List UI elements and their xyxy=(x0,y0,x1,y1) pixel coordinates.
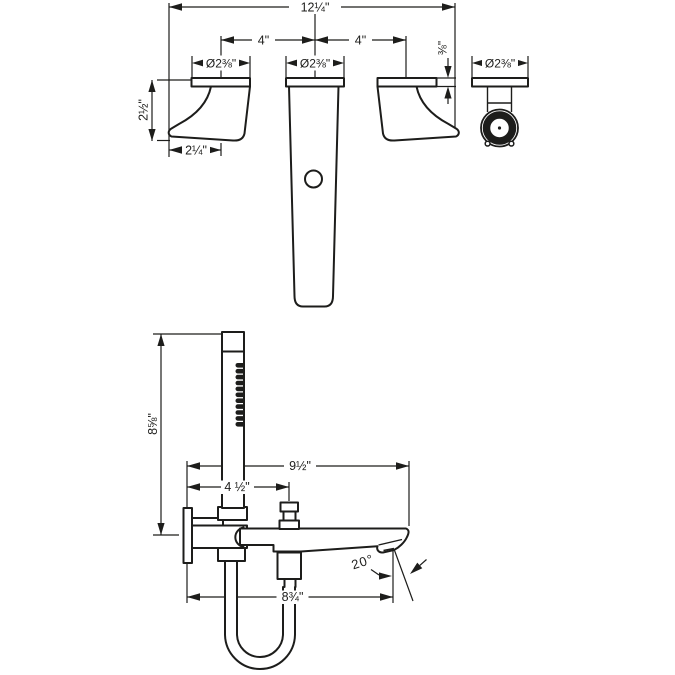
diverter-base xyxy=(278,519,300,530)
flow-arrow-tail xyxy=(419,559,427,566)
left-handle-escutcheon xyxy=(190,77,251,88)
flow-angle-annotation xyxy=(370,559,427,580)
dimension-labels-bottom: 8⅝" 9½" 4 ½" 8¾" 20° xyxy=(146,413,376,604)
shower-hose xyxy=(224,560,296,670)
arrow xyxy=(148,129,156,141)
dim-left-spacing: 4" xyxy=(258,33,269,47)
dim-diverter-distance: 4 ½" xyxy=(224,480,249,494)
arrow xyxy=(472,59,483,67)
arrow xyxy=(221,36,234,44)
arrow xyxy=(379,572,392,580)
dimension-labels-top: 12¼" 4" 4" Ø2⅜" Ø2⅜" Ø2⅜" ⅜" 2½" 2¼" xyxy=(137,1,518,157)
arrow xyxy=(380,593,393,601)
left-handle-lever xyxy=(167,85,251,142)
arrowheads-top xyxy=(148,3,528,154)
hose-fill xyxy=(225,561,295,669)
arrow xyxy=(157,523,165,535)
arrow xyxy=(187,483,200,491)
dim-handshower-height: 8⅝" xyxy=(146,413,160,435)
arrow xyxy=(169,146,182,154)
dim-handle-projection: 2¼" xyxy=(185,143,207,157)
arrow xyxy=(315,36,328,44)
front-escutcheon xyxy=(471,77,529,88)
arrow xyxy=(192,59,203,67)
arrow xyxy=(302,36,315,44)
arrow xyxy=(286,59,297,67)
right-handle-side-view xyxy=(376,77,460,142)
dim-left-handle-diameter: Ø2⅜" xyxy=(206,56,236,70)
knob-center-dot xyxy=(497,126,502,130)
spout-profile xyxy=(239,527,410,554)
arrow xyxy=(442,3,455,11)
diverter-knob xyxy=(278,501,300,530)
arrow xyxy=(239,59,250,67)
spout-escutcheon xyxy=(285,77,345,88)
arrowheads-bottom xyxy=(157,334,409,601)
bottom-drawing: 8⅝" 9½" 4 ½" 8¾" 20° xyxy=(146,331,427,670)
right-handle-lever xyxy=(376,85,460,142)
arrow xyxy=(276,483,289,491)
knob-tab-left xyxy=(484,140,491,147)
flow-arrow-head xyxy=(410,562,423,574)
flow-angle-line xyxy=(393,548,414,602)
spout-body xyxy=(288,85,340,308)
knob-ring xyxy=(482,111,517,145)
tub-spout xyxy=(239,501,410,588)
top-drawing: 12¼" 4" 4" Ø2⅜" Ø2⅜" Ø2⅜" ⅜" 2½" 2¼" xyxy=(137,1,529,308)
dim-handle-height: 2½" xyxy=(137,99,151,121)
left-handle-side-view xyxy=(167,77,251,142)
handshower-spray-face xyxy=(235,363,245,427)
arrow xyxy=(393,36,406,44)
dim-spray-angle: 20° xyxy=(350,551,376,572)
lower-clamp xyxy=(217,547,246,562)
hose-inner xyxy=(236,560,284,658)
arrow xyxy=(444,86,452,99)
arrow xyxy=(157,334,165,346)
wall-bracket xyxy=(182,506,248,564)
center-spout-front-view xyxy=(285,77,345,308)
knob-tab-right xyxy=(508,140,515,147)
handle-front-view xyxy=(471,77,529,148)
arrow xyxy=(187,462,200,470)
spout-outlet-detail xyxy=(383,547,395,552)
angle-leader xyxy=(370,569,380,576)
right-handle-escutcheon xyxy=(376,77,438,88)
handshower xyxy=(221,331,245,509)
dim-spout-reach: 9½" xyxy=(289,459,311,473)
diverter-cap xyxy=(279,501,299,513)
dim-spout-diameter: Ø2⅜" xyxy=(300,56,330,70)
dim-outlet-distance: 8¾" xyxy=(282,590,304,604)
dim-escutcheon-thickness: ⅜" xyxy=(436,41,450,55)
dim-overall-width: 12¼" xyxy=(301,1,330,15)
arrow xyxy=(148,80,156,92)
arrow xyxy=(187,593,200,601)
dim-right-spacing: 4" xyxy=(355,33,366,47)
arrow xyxy=(396,462,409,470)
arrow xyxy=(517,59,528,67)
arrow xyxy=(169,3,182,11)
arrow xyxy=(333,59,344,67)
wall-plate xyxy=(182,507,193,564)
spout-button xyxy=(304,169,323,189)
arrow xyxy=(208,146,221,154)
hose-outer xyxy=(224,560,296,670)
dim-front-handle-diameter: Ø2⅜" xyxy=(485,56,515,70)
arrow xyxy=(444,66,452,78)
spout-outlet-line xyxy=(378,538,403,546)
hose-connector xyxy=(276,551,302,580)
